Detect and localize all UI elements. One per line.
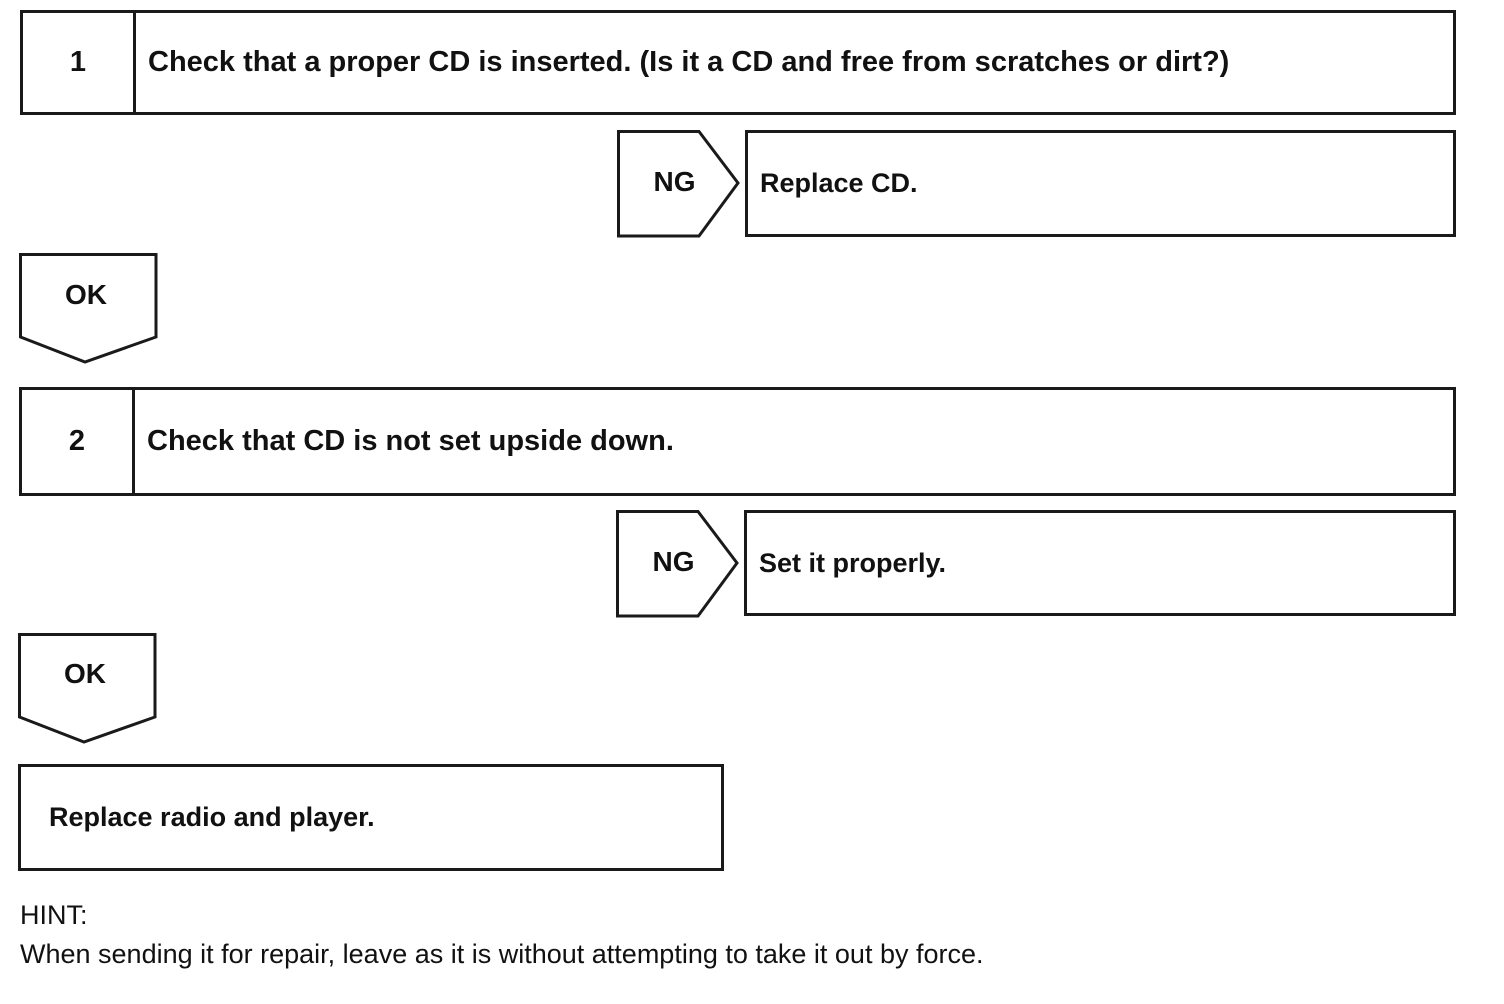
final-action-text: Replace radio and player. xyxy=(49,802,375,832)
hint-body: When sending it for repair, leave as it … xyxy=(20,939,984,969)
hint-title: HINT: xyxy=(20,900,88,930)
ok-chevron-1 xyxy=(19,253,158,364)
step-2-text: Check that CD is not set upside down. xyxy=(147,425,674,457)
step-1-text: Check that a proper CD is inserted. (Is … xyxy=(148,46,1230,78)
step-2-box: 2 Check that CD is not set upside down. xyxy=(19,387,1456,496)
final-action-box: Replace radio and player. xyxy=(18,764,724,871)
ok-label-2: OK xyxy=(64,658,106,689)
ng-arrow-1 xyxy=(617,130,740,238)
ng-result-1-text: Replace CD. xyxy=(760,168,918,198)
step-2-number: 2 xyxy=(22,390,135,493)
step-1-box: 1 Check that a proper CD is inserted. (I… xyxy=(20,10,1456,115)
ng-result-2-text: Set it properly. xyxy=(759,547,947,578)
ng-label-2: NG xyxy=(652,546,695,577)
ok-label-1: OK xyxy=(65,279,107,310)
ok-chevron-2 xyxy=(18,633,157,744)
ng-arrow-2 xyxy=(616,510,739,618)
ng-result-1-box: Replace CD. xyxy=(745,130,1456,237)
step-1-number: 1 xyxy=(23,13,136,112)
ng-result-2-box: Set it properly. xyxy=(744,510,1456,616)
ng-label-1: NG xyxy=(653,166,696,197)
